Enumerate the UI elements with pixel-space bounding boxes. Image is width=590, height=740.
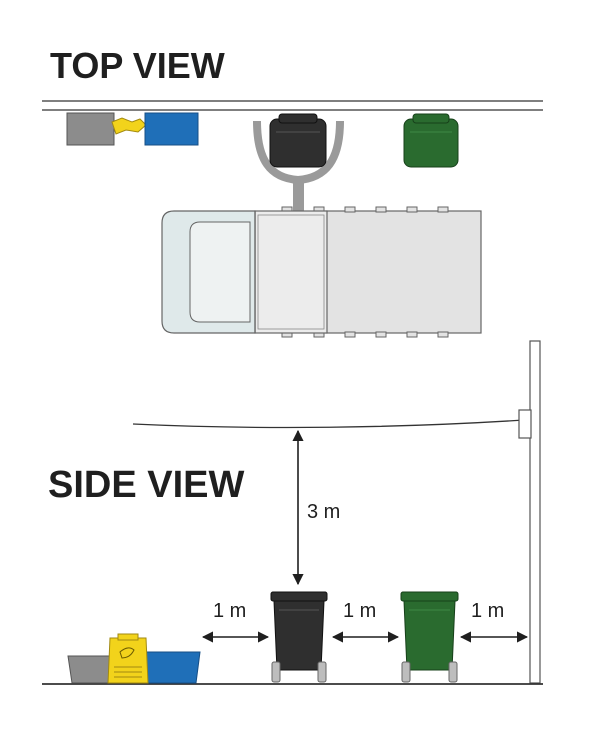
top-view-heading: TOP VIEW (50, 45, 225, 86)
overhead-wire (132, 419, 525, 429)
top-view-green-bin (403, 113, 459, 168)
top-view-garbage-bin (269, 113, 327, 168)
top-view-recycling-boxes (66, 112, 199, 146)
utility-pole (518, 340, 541, 684)
truck-top-view (161, 206, 482, 338)
gap-label-right: 1 m (471, 600, 504, 622)
side-view-blue-box (139, 651, 201, 684)
clearance-label: 3 m (307, 501, 340, 523)
top-blue-box (144, 112, 199, 146)
side-view-grey-box (67, 655, 113, 684)
curb-lines (42, 100, 543, 111)
side-view-paper-bag (107, 633, 149, 684)
side-view-garbage-bin (270, 591, 328, 683)
gap-label-left: 1 m (213, 600, 246, 622)
side-view-green-bin (400, 591, 459, 683)
gap-label-middle: 1 m (343, 600, 376, 622)
truck-arm (253, 120, 344, 211)
top-paper-bag (111, 117, 147, 135)
side-view-heading: SIDE VIEW (48, 464, 244, 506)
top-grey-box (66, 112, 115, 146)
